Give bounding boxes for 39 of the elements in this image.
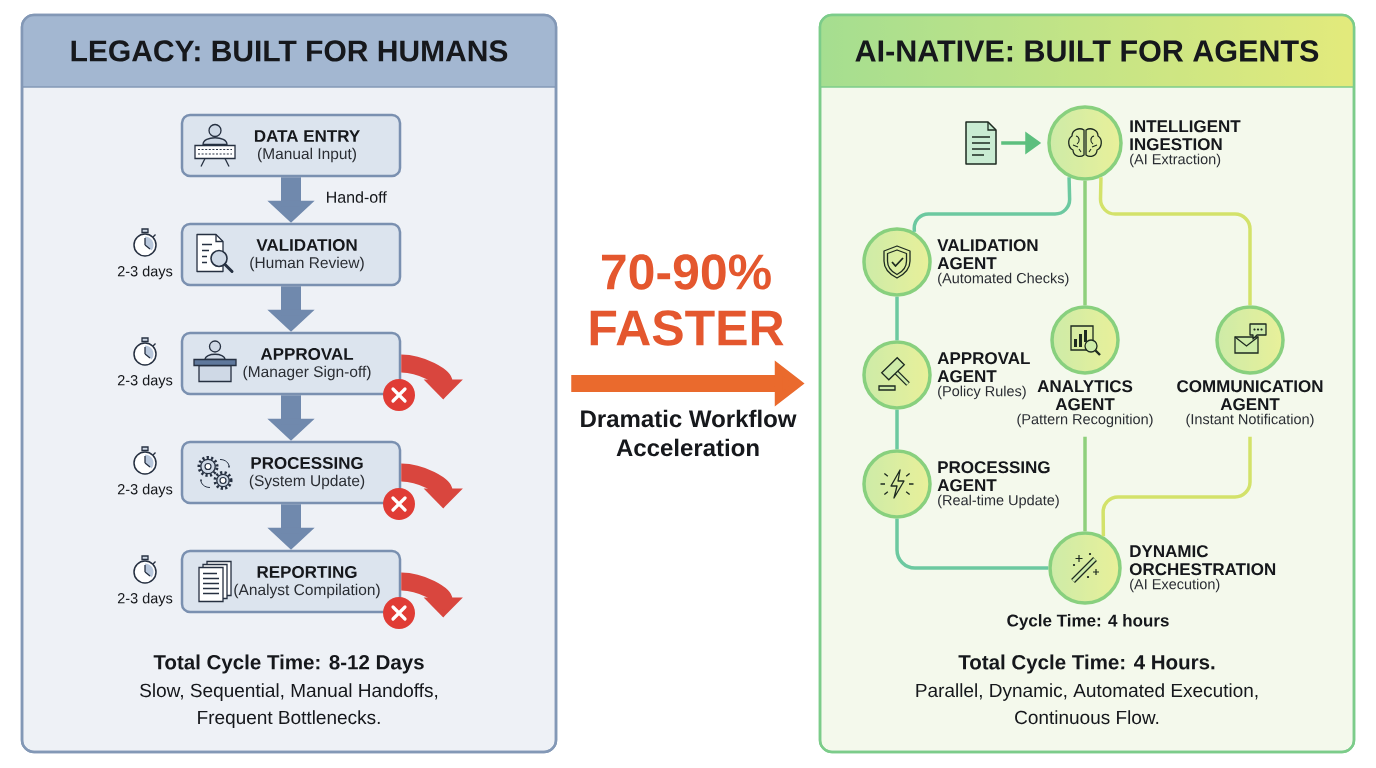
agent-subtitle: (AI Execution) [1130,578,1220,593]
duration-label: 2-3 days [117,374,173,389]
agent-subtitle: (AI Extraction) [1130,153,1221,168]
connector-line [1098,177,1252,306]
agent-subtitle: (Instant Notification) [1186,413,1314,428]
process-box: VALIDATION (Human Review) [180,222,402,287]
summary-text: Parallel, Dynamic, Automated Execution, Continuous Flow. [916,683,1258,725]
process-box: PROCESSING (System Update) [180,440,402,505]
connector-line [895,296,899,341]
summary-text: Slow, Sequential, Manual Handoffs, Frequent Bottlenecks. [140,683,438,728]
agent-title: COMMUNICATION AGENT [1177,380,1323,411]
edge-label: 70-90% FASTER [587,254,785,346]
agent-subtitle: (Real-time Update) [938,494,1059,509]
duration-label: 2-3 days [117,592,173,607]
agent-subtitle: (Pattern Recognition) [1017,413,1153,428]
agent-title: ANALYTICS AGENT [1037,380,1133,411]
connector-line [1101,436,1252,537]
agent-title: PROCESSING AGENT [937,461,1050,492]
agent-subtitle: (Policy Rules) [938,385,1026,400]
agent-subtitle: (Automated Checks) [938,272,1069,287]
agent-title: INTELLIGENT INGESTION [1130,120,1241,151]
process-box: APPROVAL (Manager Sign-off) [180,331,402,396]
panel-title: AI-NATIVE: BUILT FOR AGENTS [855,40,1319,62]
summary-title: Total Cycle Time: 4 Hours. [958,654,1215,674]
summary-title: Total Cycle Time: 8-12 Days [153,654,424,674]
cycle-time-label: Cycle Time: 4 hours [1007,614,1169,630]
duration-label: 2-3 days [117,265,173,280]
connector-line [1083,180,1087,306]
connector-line [1083,436,1087,532]
agent-title: DYNAMIC ORCHESTRATION [1129,545,1276,576]
connector-line [895,518,1049,570]
process-box: DATA ENTRY (Manual Input) [180,113,402,178]
panel-title: LEGACY: BUILT FOR HUMANS [71,40,508,62]
agent-title: APPROVAL AGENT [937,352,1030,383]
agent-title: VALIDATION AGENT [937,239,1038,270]
connector-line [895,409,899,450]
arrow-caption: Dramatic Workflow Acceleration [581,409,797,457]
duration-label: 2-3 days [117,483,173,498]
document-icon [965,121,997,165]
